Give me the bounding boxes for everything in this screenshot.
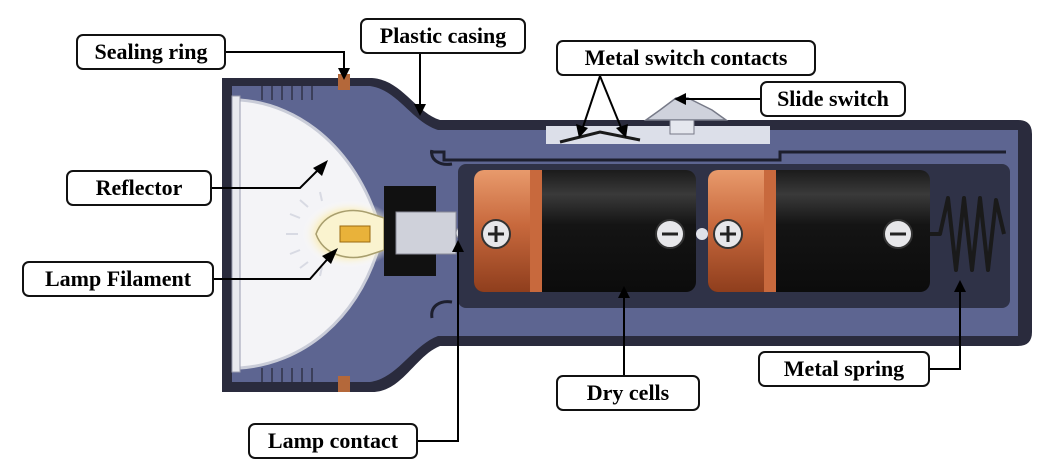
lens-glass [231, 95, 241, 373]
label-lamp-filament: Lamp Filament [22, 261, 214, 297]
dry-cell-1 [474, 170, 696, 292]
metal-switch-contacts [559, 130, 641, 144]
glow-rays [286, 191, 323, 277]
label-dry-cells: Dry cells [556, 375, 700, 411]
sealing-ring-top [338, 74, 350, 90]
switch-slot [546, 126, 770, 144]
dry-cell-2 [708, 170, 930, 292]
metal-spring [930, 196, 1006, 272]
arrowheads [313, 68, 966, 298]
lamp-base [395, 211, 457, 255]
label-reflector: Reflector [66, 170, 212, 206]
label-metal-spring: Metal spring [758, 351, 930, 387]
filament [339, 225, 371, 243]
label-sealing-ring: Sealing ring [76, 34, 226, 70]
head-threads [261, 86, 313, 382]
label-lamp-contact: Lamp contact [248, 423, 418, 459]
label-slide-switch: Slide switch [760, 81, 906, 117]
sealing-ring-bottom [338, 376, 350, 392]
label-plastic-casing: Plastic casing [360, 18, 526, 54]
label-metal-switch-contacts: Metal switch contacts [556, 40, 816, 76]
